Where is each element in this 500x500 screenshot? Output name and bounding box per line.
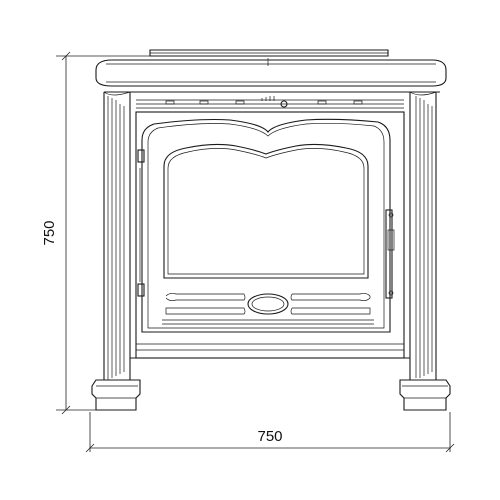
right-pilaster xyxy=(409,91,437,380)
width-label: 750 xyxy=(257,428,282,445)
width-dimension: 750 xyxy=(85,412,455,453)
door xyxy=(141,118,391,333)
left-foot xyxy=(91,379,141,411)
air-control-band xyxy=(130,91,410,113)
right-foot xyxy=(399,379,451,411)
lower-vent xyxy=(162,292,374,325)
height-dimension: 750 xyxy=(41,51,150,415)
left-pilaster xyxy=(103,91,131,380)
firebox-frame xyxy=(130,111,410,359)
height-label: 750 xyxy=(41,220,58,245)
door-handle xyxy=(385,209,395,299)
door-glass xyxy=(163,143,369,279)
hinge xyxy=(137,149,145,297)
